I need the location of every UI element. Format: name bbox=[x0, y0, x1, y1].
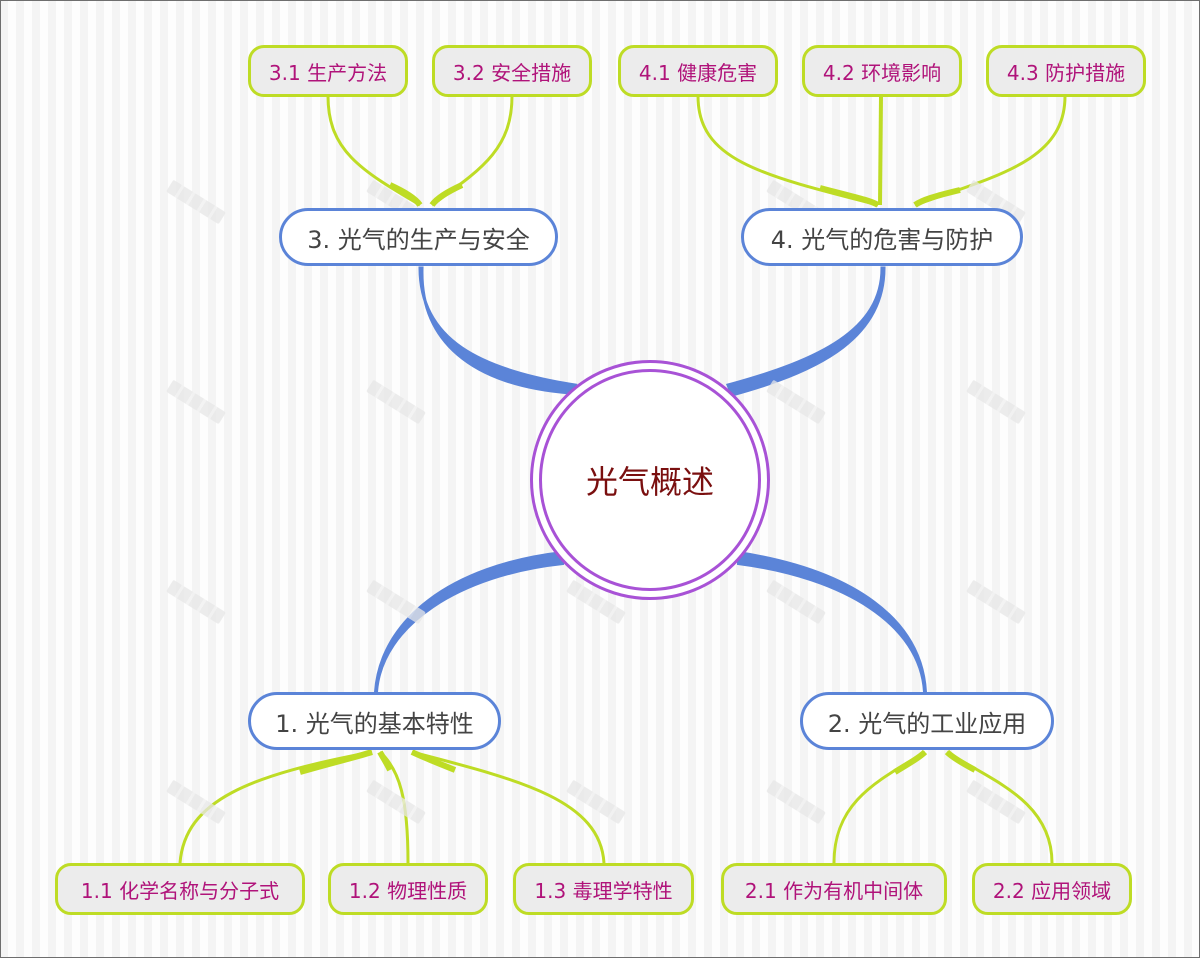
branch-topic-label: 2. 光气的工业应用 bbox=[827, 709, 1027, 738]
branch-topic-label: 3. 光气的生产与安全 bbox=[307, 225, 530, 254]
branch-topic-label: 1. 光气的基本特性 bbox=[275, 709, 474, 738]
branch-topic-4[interactable]: 4. 光气的危害与防护 bbox=[741, 208, 1023, 266]
branch-topic-1[interactable]: 1. 光气的基本特性 bbox=[248, 692, 501, 750]
subtopic-label: 1.3 毒理学特性 bbox=[534, 878, 673, 903]
subtopic-label: 4.2 环境影响 bbox=[822, 60, 942, 85]
connector-center-branch-4 bbox=[725, 266, 886, 397]
subtopic-2-1[interactable]: 2.1 作为有机中间体 bbox=[721, 863, 947, 915]
subtopic-1-3[interactable]: 1.3 毒理学特性 bbox=[513, 863, 694, 915]
subtopic-label: 3.1 生产方法 bbox=[268, 60, 388, 85]
central-topic-label: 光气概述 bbox=[539, 369, 761, 591]
branch-topic-2[interactable]: 2. 光气的工业应用 bbox=[800, 692, 1054, 750]
subtopic-3-2[interactable]: 3.2 安全措施 bbox=[432, 45, 592, 97]
subtopic-label: 2.2 应用领域 bbox=[992, 878, 1112, 903]
connector-center-branch-2 bbox=[737, 550, 928, 693]
branch-topic-3[interactable]: 3. 光气的生产与安全 bbox=[279, 208, 558, 266]
subtopic-1-1[interactable]: 1.1 化学名称与分子式 bbox=[55, 863, 305, 915]
subtopic-2-2[interactable]: 2.2 应用领域 bbox=[972, 863, 1132, 915]
branch-topic-label: 4. 光气的危害与防护 bbox=[770, 225, 994, 254]
central-topic[interactable]: 光气概述 bbox=[530, 360, 770, 600]
subtopic-4-3[interactable]: 4.3 防护措施 bbox=[986, 45, 1146, 97]
subtopic-label: 1.1 化学名称与分子式 bbox=[80, 878, 280, 903]
subtopic-label: 4.3 防护措施 bbox=[1006, 60, 1126, 85]
subtopic-4-2[interactable]: 4.2 环境影响 bbox=[802, 45, 962, 97]
subtopic-label: 4.1 健康危害 bbox=[638, 60, 758, 85]
subtopic-1-2[interactable]: 1.2 物理性质 bbox=[328, 863, 488, 915]
connector-center-branch-3 bbox=[418, 266, 578, 395]
connector-center-branch-1 bbox=[373, 550, 564, 693]
subtopic-3-1[interactable]: 3.1 生产方法 bbox=[248, 45, 408, 97]
subtopic-label: 1.2 物理性质 bbox=[348, 878, 468, 903]
subtopic-4-1[interactable]: 4.1 健康危害 bbox=[618, 45, 778, 97]
subtopic-label: 2.1 作为有机中间体 bbox=[744, 878, 924, 903]
subtopic-label: 3.2 安全措施 bbox=[452, 60, 572, 85]
